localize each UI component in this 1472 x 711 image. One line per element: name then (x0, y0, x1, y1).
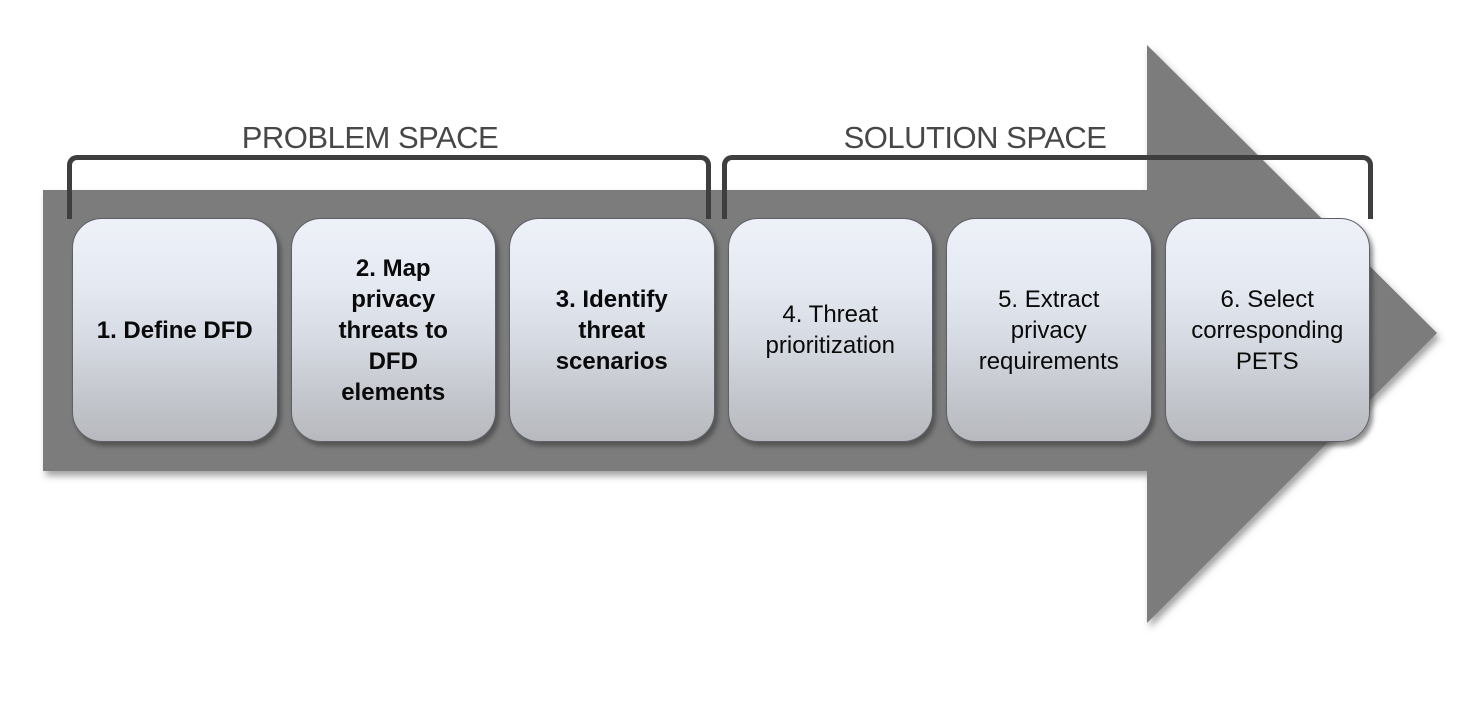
step-3-identify-threat-scenarios: 3. Identify threat scenarios (509, 218, 715, 442)
step-6-select-corresponding-pets: 6. Select corresponding PETS (1164, 218, 1370, 442)
step-5-extract-privacy-requirements: 5. Extract privacy requirements (946, 218, 1152, 442)
solution-space-bracket (722, 155, 1373, 219)
solution-space-label: SOLUTION SPACE (843, 120, 1107, 155)
step-4-threat-prioritization: 4. Threat prioritization (727, 218, 933, 442)
steps-row: 1. Define DFD 2. Map privacy threats to … (72, 218, 1370, 442)
problem-space-bracket (67, 155, 711, 219)
problem-space-label: PROBLEM SPACE (241, 120, 499, 155)
step-2-map-privacy-threats: 2. Map privacy threats to DFD elements (290, 218, 496, 442)
step-1-define-dfd: 1. Define DFD (72, 218, 278, 442)
